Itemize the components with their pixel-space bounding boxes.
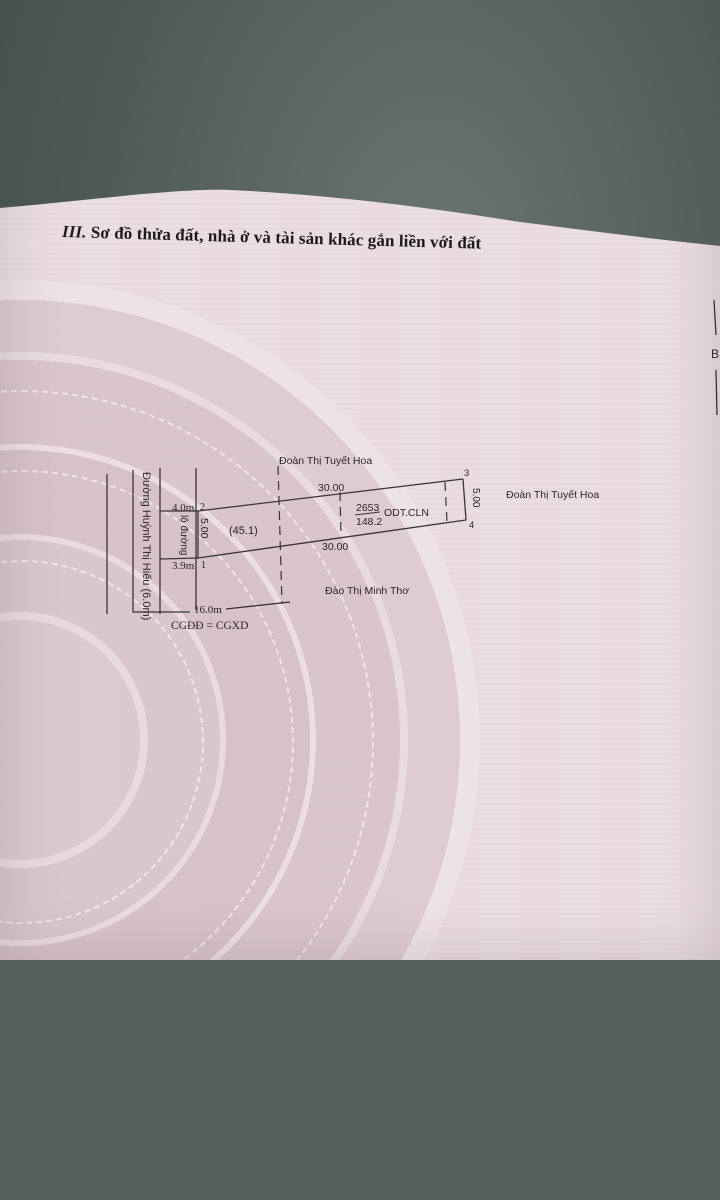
top-front-width: 4.0m — [172, 502, 195, 514]
cg-note: CGĐĐ = CGXD — [171, 620, 249, 632]
setback-label: lộ đường — [178, 515, 189, 556]
land-plot-diagram — [0, 0, 720, 960]
front-depth: 5.00 — [198, 518, 210, 539]
setback-area: (45.1) — [229, 525, 258, 537]
parcel-number: 2653 — [356, 502, 380, 514]
adjacent-page-edge — [710, 290, 720, 420]
rear-width: 5.00 — [470, 488, 481, 508]
point-2: 2 — [200, 502, 205, 513]
parcel-area: 148.2 — [356, 516, 383, 528]
point-3: 3 — [464, 468, 470, 479]
bottom-length: 30.00 — [322, 541, 349, 553]
land-use-code: ODT.CLN — [384, 507, 429, 519]
point-1: 1 — [201, 560, 206, 571]
neighbor-north: Đoàn Thị Tuyết Hoa — [279, 455, 373, 467]
edge-glyph: B — [711, 347, 720, 361]
road-name-label: Đường Huỳnh Thị Hiếu (6.0m) — [140, 472, 152, 621]
top-length: 30.00 — [318, 482, 345, 494]
road-distance: 16.0m — [194, 604, 222, 616]
point-4: 4 — [469, 520, 475, 531]
neighbor-east: Đoàn Thị Tuyết Hoa — [506, 489, 600, 501]
neighbor-south: Đào Thị Minh Thơ — [325, 585, 410, 597]
bottom-front-width: 3.9m — [172, 560, 195, 572]
